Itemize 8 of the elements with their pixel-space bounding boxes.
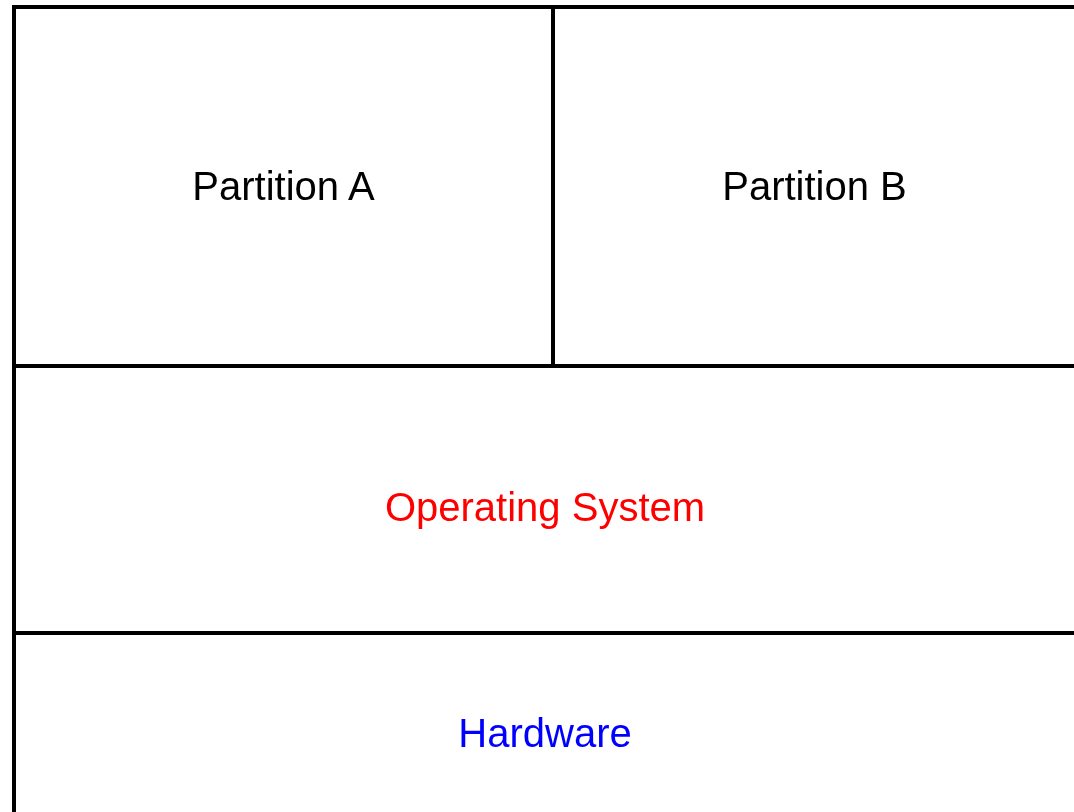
layer-box	[12, 631, 1074, 812]
partition-box	[551, 5, 1074, 364]
layer-label: Partition A	[192, 164, 375, 209]
layer-label: Operating System	[384, 485, 706, 530]
layer-label: Hardware	[458, 711, 632, 756]
layer-label: Partition B	[722, 164, 907, 209]
partition-box	[12, 5, 551, 364]
layer-box	[12, 364, 1074, 631]
